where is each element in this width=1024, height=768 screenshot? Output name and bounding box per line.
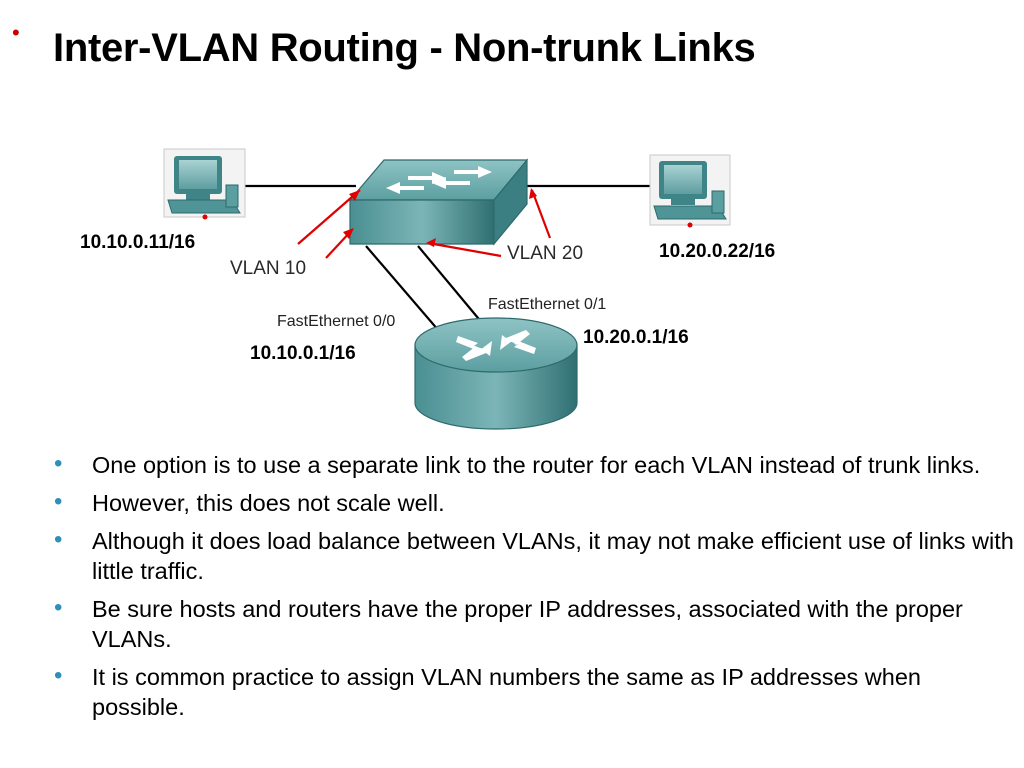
bullet-marker: • — [54, 488, 63, 515]
annotation-arrows — [297, 188, 552, 259]
host-left-computer-icon — [163, 148, 246, 220]
bullet-marker: • — [54, 450, 63, 477]
vlan-10-label: VLAN 10 — [230, 258, 307, 279]
host-right-ip: 10.20.0.22/16 — [659, 241, 776, 262]
host-left-ip: 10.10.0.11/16 — [80, 232, 196, 253]
vlan-20-label: VLAN 20 — [507, 243, 584, 264]
fastethernet-0-1-label: FastEthernet 0/1 — [488, 296, 607, 313]
bullet-marker: • — [54, 526, 63, 553]
router-left-ip: 10.10.0.1/16 — [250, 343, 356, 364]
bullet-marker: • — [54, 594, 63, 621]
link-fe01 — [417, 245, 489, 331]
arrow-vlan20-to-port — [530, 189, 552, 239]
arrow-vlan10-to-port — [297, 189, 361, 245]
router-icon — [414, 317, 578, 430]
corner-dot: • — [12, 20, 20, 45]
bullet-item: •However, this does not scale well. — [54, 488, 445, 516]
fastethernet-0-0-label: FastEthernet 0/0 — [277, 313, 396, 330]
links — [245, 184, 650, 339]
bullet-list: •One option is to use a separate link to… — [54, 450, 1014, 730]
link-fe00 — [365, 245, 446, 339]
host-right-computer-icon — [649, 154, 731, 228]
router-right-ip: 10.20.0.1/16 — [583, 327, 689, 348]
bullet-item: •Although it does load balance between V… — [54, 526, 1014, 584]
network-diagram — [163, 148, 731, 430]
bullet-item: •It is common practice to assign VLAN nu… — [54, 662, 921, 720]
arrow-vlan20-to-fe01 — [427, 241, 502, 258]
bullet-item: •One option is to use a separate link to… — [54, 450, 981, 478]
switch-icon — [348, 158, 529, 246]
bullet-item: •Be sure hosts and routers have the prop… — [54, 594, 963, 652]
slide-title: Inter-VLAN Routing - Non-trunk Links — [53, 26, 756, 70]
bullet-marker: • — [54, 662, 63, 689]
